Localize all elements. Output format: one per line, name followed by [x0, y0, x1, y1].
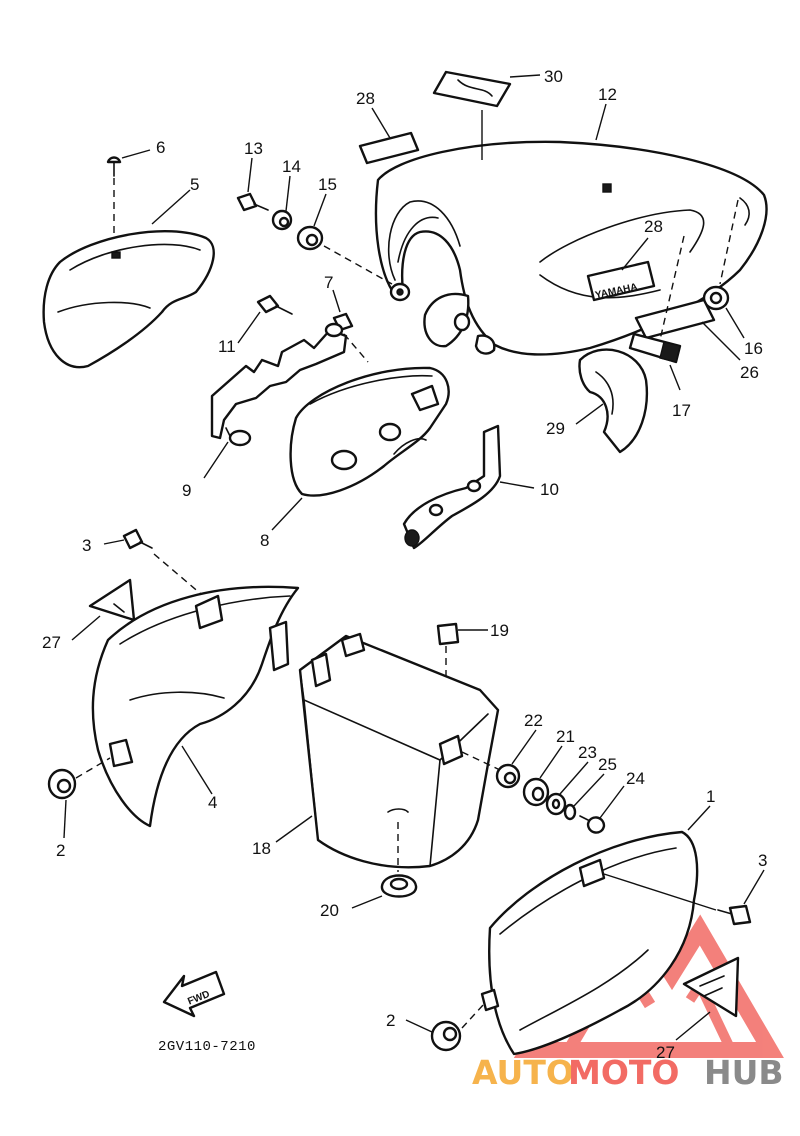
callout-21: 21 — [556, 727, 575, 746]
callout-15: 15 — [318, 175, 337, 194]
callout-3-lower: 3 — [758, 851, 767, 870]
side-cover-5 — [42, 189, 215, 369]
bolt-13 — [236, 157, 269, 212]
air-cover-8 — [271, 366, 450, 531]
watermark-text: AUTO MOTO HUB — [472, 1053, 784, 1092]
callout-1: 1 — [706, 787, 715, 806]
callout-9: 9 — [182, 481, 191, 500]
washer-23 — [545, 761, 589, 816]
callout-23: 23 — [578, 743, 597, 762]
washer-25 — [563, 773, 605, 821]
callout-11: 11 — [218, 337, 236, 356]
callout-17: 17 — [672, 401, 691, 420]
callout-13: 13 — [244, 139, 263, 158]
callout-6: 6 — [156, 138, 165, 157]
guard-29 — [575, 348, 648, 454]
damper-17 — [628, 235, 685, 391]
bolt-11 — [237, 294, 293, 344]
callout-3-upper: 3 — [82, 536, 91, 555]
watermark-auto: AUTO — [472, 1053, 574, 1092]
callout-20: 20 — [320, 901, 339, 920]
callout-14: 14 — [282, 157, 301, 176]
screw-3-lower — [717, 869, 765, 926]
callout-28-emblem: 28 — [644, 217, 663, 236]
callout-25: 25 — [598, 755, 617, 774]
grommet-20 — [351, 874, 418, 909]
callout-27-right: 27 — [656, 1043, 675, 1062]
grommet-2-right — [405, 1003, 485, 1052]
battery-box-18 — [275, 632, 500, 872]
callout-16: 16 — [744, 339, 763, 358]
callout-2-right: 2 — [386, 1011, 395, 1030]
callout-22: 22 — [524, 711, 543, 730]
watermark-moto: MOTO — [568, 1053, 679, 1092]
callout-26: 26 — [740, 363, 759, 382]
callout-30: 30 — [544, 67, 563, 86]
fuel-tank-12 — [374, 103, 768, 356]
bolt-24 — [461, 751, 625, 834]
callout-18: 18 — [252, 839, 271, 858]
callout-28-upper: 28 — [356, 89, 375, 108]
decal-30 — [432, 70, 541, 108]
callout-12: 12 — [598, 85, 617, 104]
callout-24: 24 — [626, 769, 645, 788]
callout-8: 8 — [260, 531, 269, 550]
grommet-16 — [702, 199, 745, 339]
grommet-21 — [522, 745, 563, 807]
callout-2-left: 2 — [56, 841, 65, 860]
callout-27-left: 27 — [42, 633, 61, 652]
callouts: 30 12 28 28 13 14 15 6 5 7 11 9 8 10 16 … — [42, 67, 767, 1062]
watermark-hub: HUB — [704, 1053, 784, 1092]
callout-29: 29 — [546, 419, 565, 438]
screw-3-upper — [103, 528, 209, 601]
fwd-arrow-icon: FWD — [162, 970, 226, 1018]
collar-14 — [271, 175, 293, 231]
diagram-code: 2GV110-7210 — [158, 1039, 256, 1055]
side-cover-1 — [480, 805, 717, 1056]
grommet-2-left — [47, 757, 111, 839]
label-27-right — [675, 956, 740, 1041]
grommet-15 — [296, 193, 393, 285]
callout-19: 19 — [490, 621, 509, 640]
label-27-left — [71, 578, 136, 641]
callout-10: 10 — [540, 480, 559, 499]
side-cover-4 — [91, 585, 300, 828]
label-28-upper — [358, 107, 420, 165]
pad-26 — [634, 298, 741, 361]
bracket-9 — [203, 322, 348, 479]
callout-5: 5 — [190, 175, 199, 194]
screw-6 — [106, 149, 151, 250]
callout-4: 4 — [208, 793, 217, 812]
collar-22 — [495, 729, 537, 789]
callout-7: 7 — [324, 273, 333, 292]
bracket-10 — [402, 424, 535, 550]
